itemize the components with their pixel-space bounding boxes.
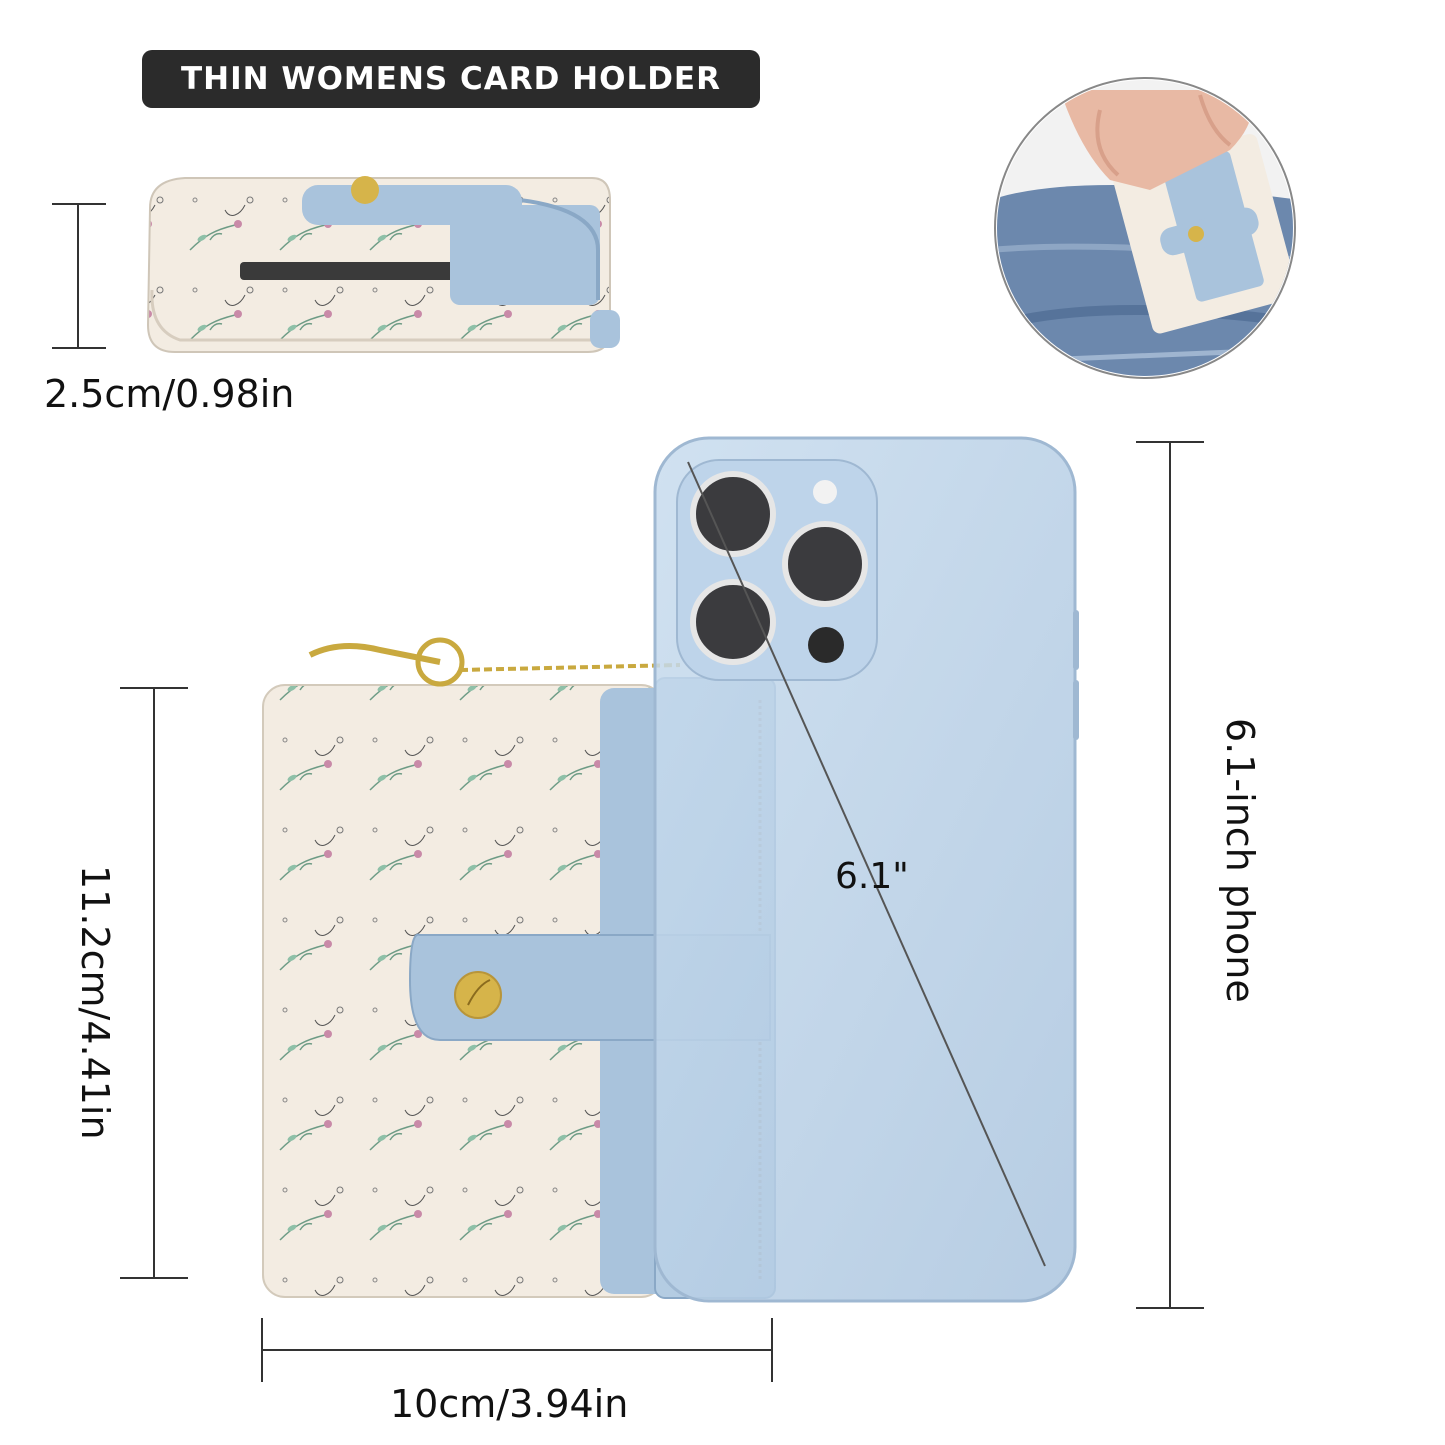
- wallet-width-measure-line: [261, 1318, 773, 1382]
- phone-size-label: 6.1-inch phone: [1218, 718, 1262, 1003]
- phone-diagonal-line: [687, 461, 1046, 1267]
- phone-diagonal-label: 6.1": [835, 856, 909, 897]
- wallet-width-label: 10cm/3.94in: [390, 1382, 629, 1426]
- product-title: THIN WOMENS CARD HOLDER: [181, 61, 721, 97]
- folded-wallet-side-view: [146, 176, 620, 353]
- phone-height-measure-line: [1136, 441, 1204, 1309]
- lifestyle-photo-circle: [994, 77, 1296, 379]
- thickness-label: 2.5cm/0.98in: [44, 372, 295, 416]
- thickness-measure-line: [52, 203, 106, 349]
- phone-outline: [653, 436, 1079, 1303]
- product-title-banner: THIN WOMENS CARD HOLDER: [142, 50, 760, 108]
- wallet-height-measure-line: [120, 687, 188, 1279]
- wallet-height-label: 11.2cm/4.41in: [73, 865, 117, 1140]
